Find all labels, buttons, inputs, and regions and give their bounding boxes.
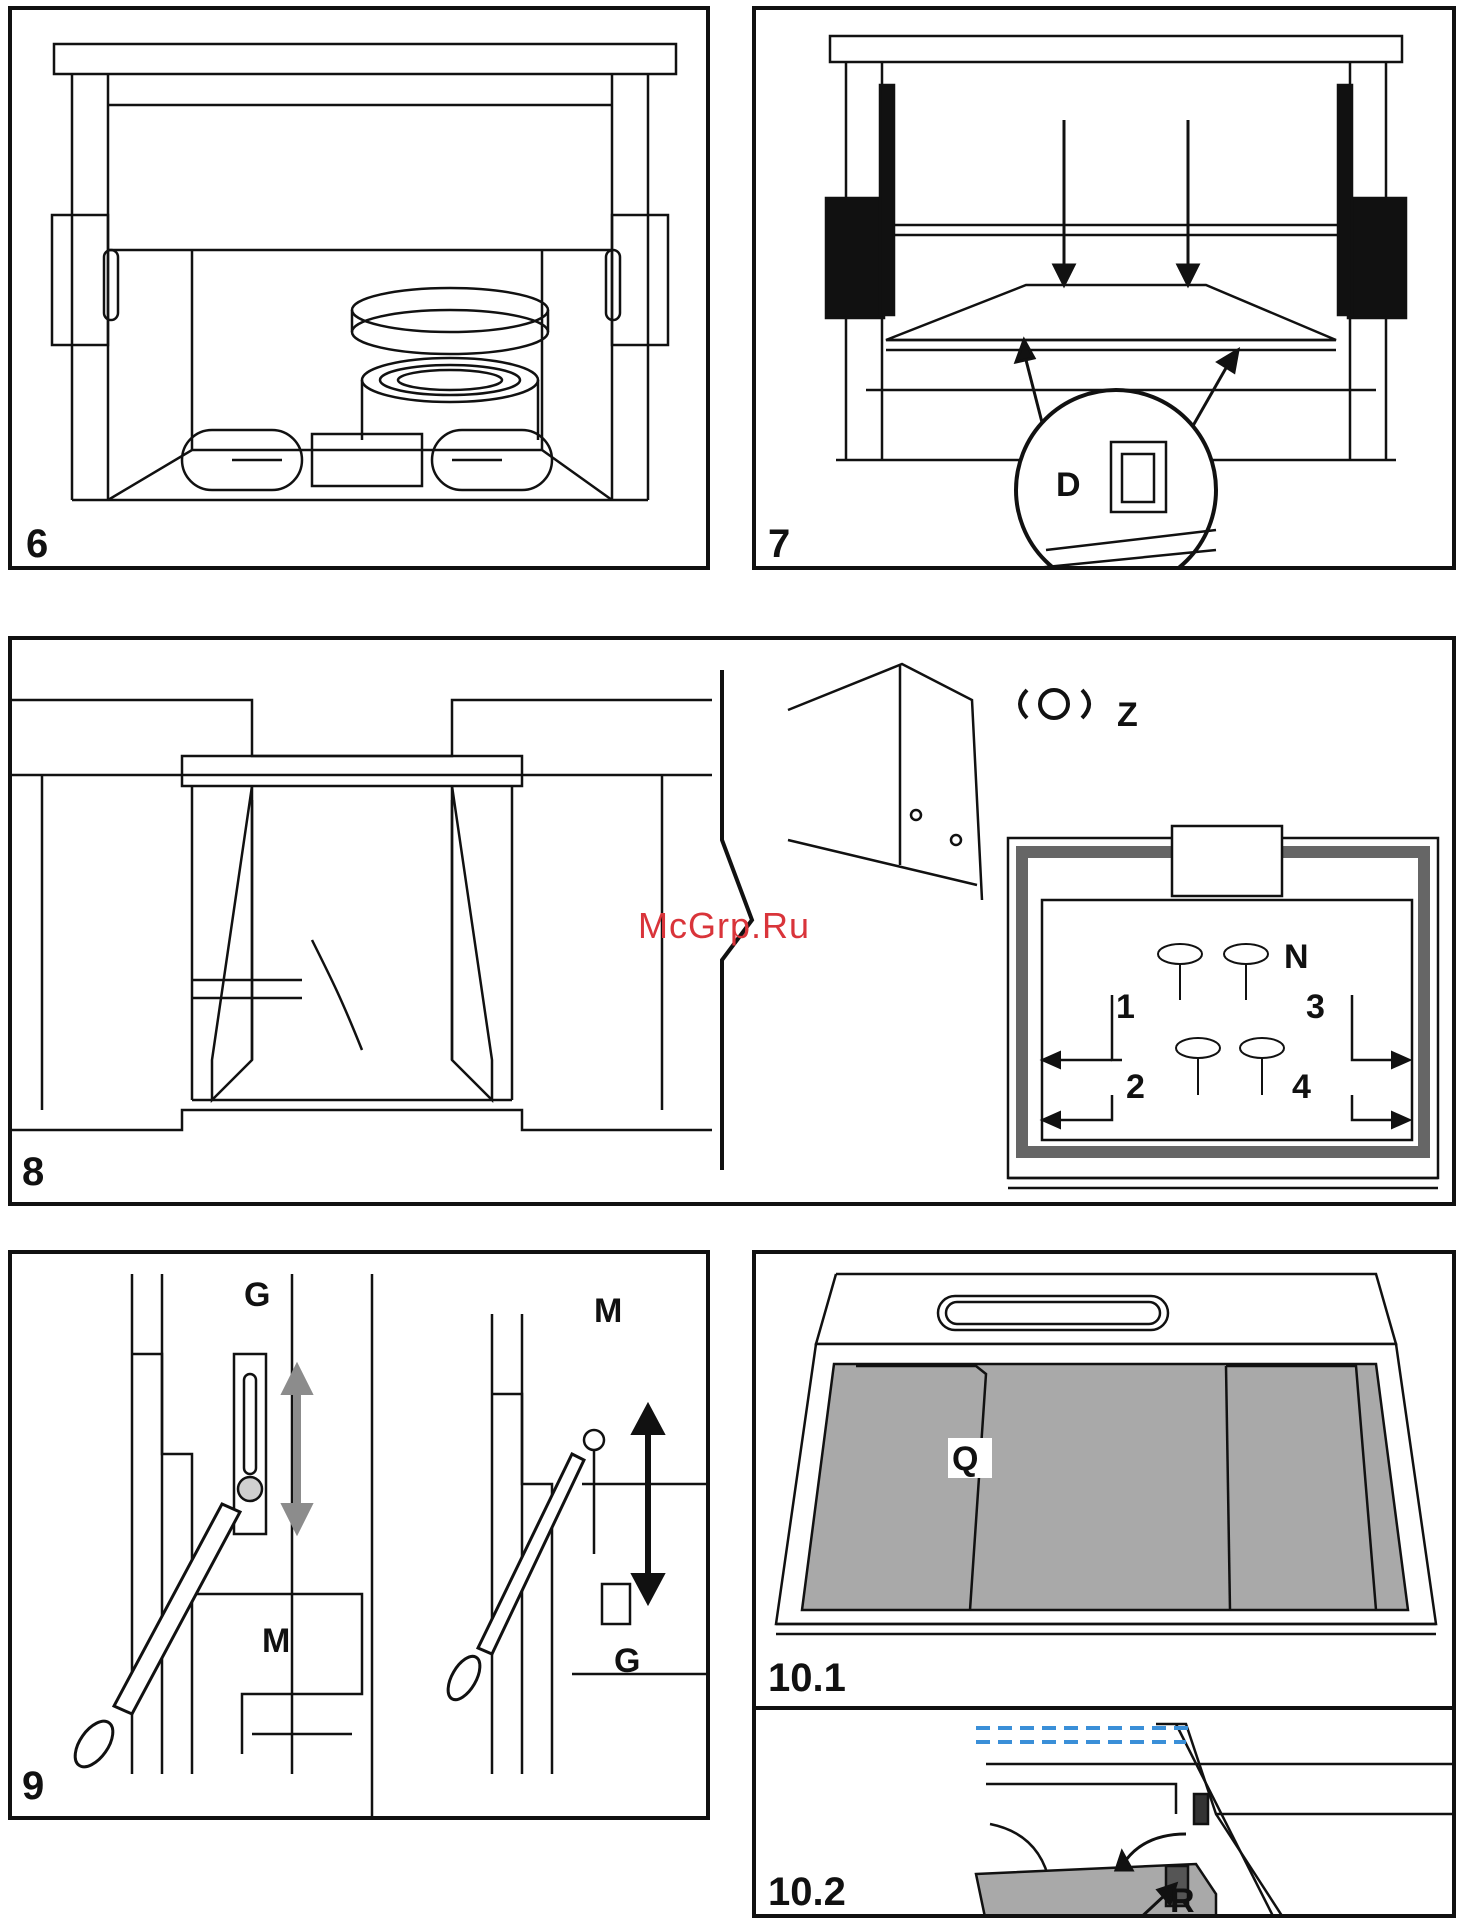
label-q: Q bbox=[952, 1440, 978, 1478]
figure-7-drawing: D bbox=[756, 10, 1456, 570]
figure-10-panel: Q R 10.1 10.2 bbox=[752, 1250, 1456, 1918]
label-m-right: M bbox=[594, 1292, 622, 1330]
label-g-right: G bbox=[614, 1642, 640, 1680]
label-1: 1 bbox=[1116, 988, 1135, 1026]
figure-number-10-2: 10.2 bbox=[768, 1872, 846, 1912]
figure-10-drawing: Q R bbox=[756, 1254, 1456, 1918]
bracket-g-right bbox=[602, 1584, 630, 1624]
lamp-holder bbox=[312, 434, 422, 486]
grease-filter-q bbox=[802, 1364, 1408, 1610]
watermark: McGrp.Ru bbox=[638, 905, 810, 947]
screw-4 bbox=[1240, 1038, 1284, 1058]
screw-2 bbox=[1176, 1038, 1220, 1058]
figure-number: 7 bbox=[768, 524, 790, 564]
water-flow bbox=[976, 1728, 1196, 1742]
screw-m-right bbox=[584, 1430, 604, 1450]
screw-m-left bbox=[238, 1477, 262, 1501]
figure-number: 6 bbox=[26, 524, 48, 564]
figure-6-drawing bbox=[12, 10, 710, 570]
bracket-g-left bbox=[234, 1354, 266, 1534]
label-n: N bbox=[1284, 938, 1309, 976]
figure-9-drawing: G M M G bbox=[12, 1254, 710, 1820]
label-r: R bbox=[1170, 1882, 1195, 1918]
label-2: 2 bbox=[1126, 1068, 1145, 1106]
filter-panel bbox=[886, 285, 1336, 340]
screw-3 bbox=[1224, 944, 1268, 964]
figure-7-panel: D 7 bbox=[752, 6, 1456, 570]
hood-top-panel bbox=[830, 36, 1402, 62]
screw-1 bbox=[1158, 944, 1202, 964]
figure-9-panel: G M M G 9 bbox=[8, 1250, 710, 1820]
hood-body bbox=[816, 1274, 1396, 1344]
side-bracket bbox=[788, 664, 982, 900]
hood-top-panel bbox=[54, 44, 676, 74]
cabinet-outline bbox=[12, 700, 712, 756]
label-g-left: G bbox=[244, 1276, 270, 1314]
label-m-left: M bbox=[262, 1622, 290, 1660]
figure-number: 8 bbox=[22, 1152, 44, 1192]
label-4: 4 bbox=[1292, 1068, 1311, 1106]
figure-number: 9 bbox=[22, 1766, 44, 1806]
label-z: Z bbox=[1117, 696, 1138, 734]
label-d: D bbox=[1056, 466, 1081, 504]
fixing-z bbox=[1040, 690, 1068, 718]
figure-number-10-1: 10.1 bbox=[768, 1658, 846, 1698]
figure-6-panel: 6 bbox=[8, 6, 710, 570]
label-3: 3 bbox=[1306, 988, 1325, 1026]
